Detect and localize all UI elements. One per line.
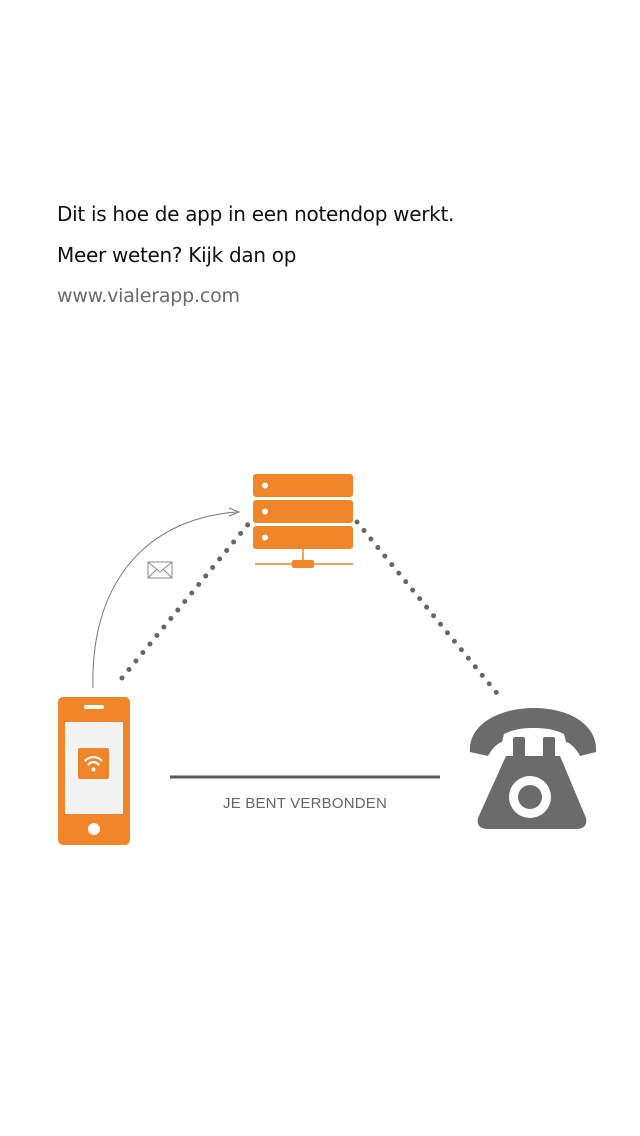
dotted-link-server-telephone [354,519,503,700]
smartphone-icon [58,697,130,845]
intro-line-1: Dit is hoe de app in een notendop werkt. [57,202,455,226]
how-it-works-diagram [58,474,597,845]
envelope-icon [147,561,173,579]
arrow-head [228,507,241,517]
dotted-link-phone-server [119,519,253,681]
intro-line-2: Meer weten? Kijk dan op [57,243,297,267]
wifi-icon [78,748,109,779]
telephone-icon [469,708,597,829]
intro-text: Dit is hoe de app in een notendop werkt.… [57,200,617,310]
message-arc-arrow [92,511,237,689]
server-icon [253,474,353,568]
website-link[interactable]: www.vialerapp.com [57,285,240,307]
connected-status-label: JE BENT VERBONDEN [223,795,387,812]
